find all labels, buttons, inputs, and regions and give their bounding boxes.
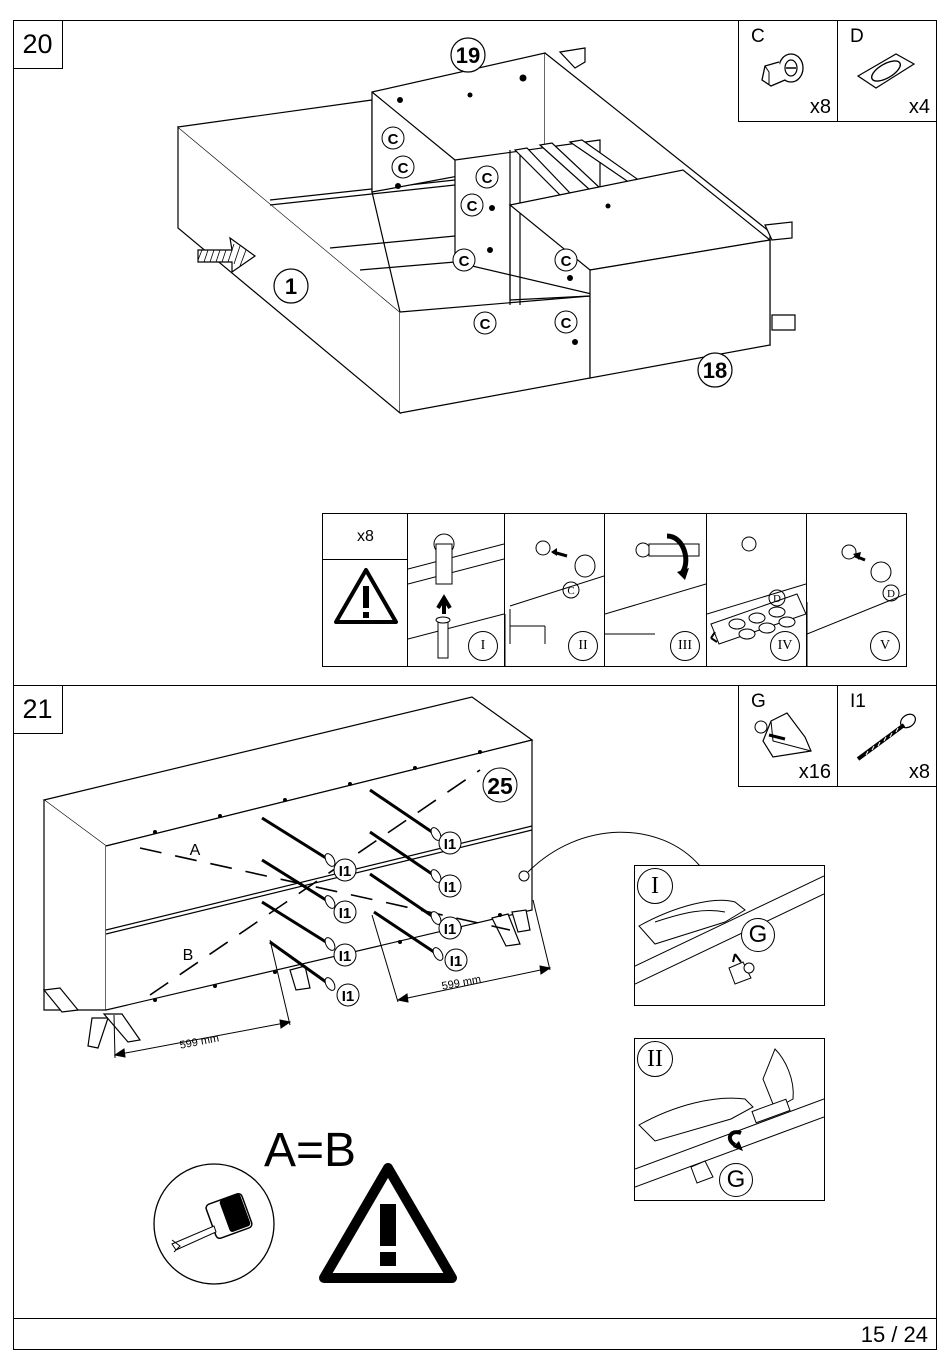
instruction-step-1-label: I <box>468 631 498 661</box>
callout-c-3: C <box>482 170 493 187</box>
diagonal-a-label: A <box>190 842 201 859</box>
callout-i1-5: I1 <box>444 836 457 853</box>
instruction-d-label-2: D <box>887 588 895 600</box>
instruction-warning-cell: x8 <box>323 514 408 666</box>
callout-i1-6: I1 <box>444 879 457 896</box>
callout-1: 1 <box>285 274 297 299</box>
dimension-left: 599 mm <box>179 1032 220 1051</box>
callout-i1-3: I1 <box>339 948 352 965</box>
instruction-c-label: C <box>567 585 574 597</box>
callout-c-4: C <box>467 198 478 215</box>
page-number: 15 / 24 <box>861 1322 928 1348</box>
callout-c-7: C <box>480 316 491 333</box>
callout-i1-2: I1 <box>339 905 352 922</box>
callout-i1-7: I1 <box>444 921 457 938</box>
callout-c-6: C <box>561 253 572 270</box>
callout-i1-8: I1 <box>450 953 463 970</box>
instruction-step-4-label: IV <box>770 631 800 661</box>
callout-i1-4: I1 <box>342 988 355 1005</box>
callout-25: 25 <box>487 773 513 799</box>
callout-c-5: C <box>459 253 470 270</box>
callout-19: 19 <box>456 43 480 68</box>
instruction-step-5-label: V <box>870 631 900 661</box>
instruction-step-2: C II <box>505 514 605 666</box>
dimension-right: 599 mm <box>441 973 482 992</box>
callout-c-2: C <box>398 160 409 177</box>
callout-i1-1: I1 <box>339 863 352 880</box>
callout-c-8: C <box>561 315 572 332</box>
instruction-count: x8 <box>323 514 408 560</box>
diagonal-b-label: B <box>183 947 194 964</box>
inset-step-i-label: I <box>637 868 673 904</box>
inset-step-ii: II G <box>634 1038 825 1201</box>
instruction-step-1: I <box>408 514 505 666</box>
instruction-step-3-label: III <box>670 631 700 661</box>
warning-triangle-icon <box>333 566 399 626</box>
inset-step-i: I G <box>634 865 825 1006</box>
instruction-step-2-label: II <box>568 631 598 661</box>
inset-step-ii-part-g: G <box>719 1163 753 1197</box>
tape-measure-icon <box>152 1160 277 1288</box>
instruction-d-label-1: D <box>773 593 781 605</box>
instruction-step-3: III <box>605 514 707 666</box>
instruction-step-4: D IV <box>707 514 807 666</box>
inset-step-i-part-g: G <box>741 918 775 952</box>
instruction-step-5: D V <box>807 514 906 666</box>
fitting-instructions-strip: x8 I C II <box>322 513 907 667</box>
inset-step-ii-label: II <box>637 1041 673 1077</box>
warning-triangle-large-icon <box>318 1160 458 1285</box>
callout-c-1: C <box>388 131 399 148</box>
callout-18: 18 <box>703 358 727 383</box>
